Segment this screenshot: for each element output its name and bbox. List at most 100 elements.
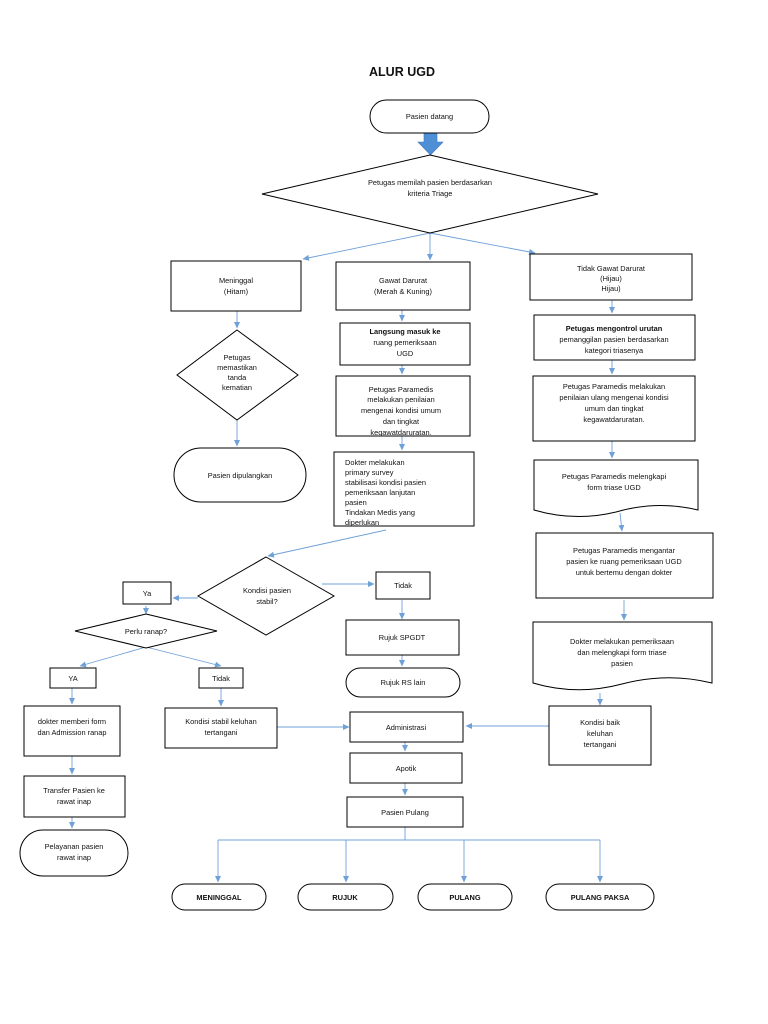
langsung-node: Langsung masuk ke ruang pemeriksaan UGD bbox=[339, 322, 471, 366]
langsung-line-3: UGD bbox=[397, 349, 413, 358]
outcome-meninggal-label: MENINGGAL bbox=[196, 893, 242, 902]
dokter-survey-line-3: stabilisasi kondisi pasien bbox=[345, 478, 426, 487]
paramedis-gawat-line-2: melakukan penilaian bbox=[367, 395, 434, 404]
triage-line-1: Petugas memilah pasien berdasarkan bbox=[368, 178, 492, 187]
connectors bbox=[69, 132, 627, 883]
apotik-label: Apotik bbox=[396, 764, 417, 773]
gawat-line-2: (Merah & Kuning) bbox=[374, 287, 432, 296]
outcome-meninggal: MENINGGAL bbox=[171, 883, 267, 911]
stabil-keluhan-line-2: tertangani bbox=[205, 728, 238, 737]
kondisi-baik-line-2: keluhan bbox=[587, 729, 613, 738]
tidak-upper-label: Tidak bbox=[394, 581, 412, 590]
dipulangkan-node: Pasien dipulangkan bbox=[173, 447, 307, 503]
rujuk-rs-node: Rujuk RS lain bbox=[345, 667, 461, 698]
mengantar-line-3: untuk bertemu dengan dokter bbox=[576, 568, 673, 577]
paramedis-hijau-line-2: penilaian ulang mengenai kondisi bbox=[559, 393, 669, 402]
administrasi-label: Administrasi bbox=[386, 723, 427, 732]
rujuk-spgdt-node: Rujuk SPGDT bbox=[345, 619, 460, 656]
start-node: Pasien datang bbox=[369, 99, 490, 134]
dokter-periksa-line-2: dan melengkapi form triase bbox=[577, 648, 666, 657]
apotik-node: Apotik bbox=[349, 752, 463, 784]
paramedis-gawat-node: Petugas Paramedis melakukan penilaian me… bbox=[335, 375, 471, 437]
paramedis-hijau-line-1: Petugas Paramedis melakukan bbox=[563, 382, 665, 391]
mengontrol-line-2: pemanggilan pasien berdasarkan bbox=[559, 335, 668, 344]
triage-line-2: kriteria Triage bbox=[408, 189, 453, 198]
triage-decision: Petugas memilah pasien berdasarkan krite… bbox=[261, 154, 599, 234]
dokter-periksa-line-3: pasien bbox=[611, 659, 633, 668]
memastikan-line-3: tanda bbox=[228, 373, 247, 382]
stabil-keluhan-node: Kondisi stabil keluhan tertangani bbox=[164, 707, 278, 749]
dokter-survey-line-7: diperlukan bbox=[345, 518, 379, 527]
diagram-title: ALUR UGD bbox=[369, 65, 435, 79]
start-label: Pasien datang bbox=[406, 112, 453, 121]
transfer-node: Transfer Pasien ke rawat inap bbox=[23, 775, 126, 818]
melengkapi-node: Petugas Paramedis melengkapi form triase… bbox=[533, 459, 699, 517]
ya-box: Ya bbox=[122, 581, 172, 605]
tidak-gawat-line-2: (Hijau) bbox=[600, 274, 622, 283]
mengantar-line-2: pasien ke ruang pemeriksaan UGD bbox=[566, 557, 681, 566]
memastikan-line-4: kematian bbox=[222, 383, 252, 392]
dokter-survey-line-1: Dokter melakukan bbox=[345, 458, 405, 467]
kondisi-stabil-decision: Kondisi pasien stabil? bbox=[196, 556, 336, 636]
gawat-line-1: Gawat Darurat bbox=[379, 276, 427, 285]
paramedis-gawat-line-4: dan tingkat bbox=[383, 417, 419, 426]
dokter-periksa-node: Dokter melakukan pemeriksaan dan melengk… bbox=[532, 621, 713, 691]
ya-lower-label: YA bbox=[68, 674, 77, 683]
kondisi-baik-node: Kondisi baik keluhan tertangani bbox=[548, 705, 652, 766]
dokter-survey-node: Dokter melakukan primary survey stabilis… bbox=[333, 451, 475, 527]
dokter-periksa-line-1: Dokter melakukan pemeriksaan bbox=[570, 637, 674, 646]
kondisi-stabil-line-2: stabil? bbox=[256, 597, 277, 606]
memastikan-line-2: memastikan bbox=[217, 363, 257, 372]
dokter-survey-line-6: Tindakan Medis yang bbox=[345, 508, 415, 517]
dokter-survey-line-5: pasien bbox=[345, 498, 367, 507]
mengontrol-line-3: kategori triasenya bbox=[585, 346, 644, 355]
rujuk-rs-label: Rujuk RS lain bbox=[381, 678, 426, 687]
dokter-survey-line-2: primary survey bbox=[345, 468, 394, 477]
transfer-line-2: rawat inap bbox=[57, 797, 91, 806]
outcome-rujuk: RUJUK bbox=[297, 883, 394, 911]
pelayanan-line-2: rawat inap bbox=[57, 853, 91, 862]
category-meninggal: Meninggal (Hitam) bbox=[170, 260, 302, 312]
paramedis-hijau-node: Petugas Paramedis melakukan penilaian ul… bbox=[532, 375, 696, 442]
transfer-line-1: Transfer Pasien ke bbox=[43, 786, 105, 795]
kondisi-baik-line-1: Kondisi baik bbox=[580, 718, 620, 727]
meninggal-line-1: Meninggal bbox=[219, 276, 253, 285]
stabil-keluhan-line-1: Kondisi stabil keluhan bbox=[185, 717, 257, 726]
administrasi-node: Administrasi bbox=[349, 711, 464, 743]
ya-box-lower: YA bbox=[49, 667, 97, 689]
tidak-gawat-line-3: Hijau) bbox=[601, 284, 620, 293]
outcome-pulang-paksa-label: PULANG PAKSA bbox=[571, 893, 630, 902]
kondisi-stabil-line-1: Kondisi pasien bbox=[243, 586, 291, 595]
langsung-line-2: ruang pemeriksaan bbox=[373, 338, 436, 347]
paramedis-gawat-line-1: Petugas Paramedis bbox=[369, 385, 434, 394]
melengkapi-line-1: Petugas Paramedis melengkapi bbox=[562, 472, 667, 481]
tidak-gawat-line-1: Tidak Gawat Darurat bbox=[577, 264, 645, 273]
memastikan-line-1: Petugas bbox=[223, 353, 250, 362]
melengkapi-line-2: form triase UGD bbox=[587, 483, 640, 492]
pelayanan-line-1: Pelayanan pasien bbox=[45, 842, 104, 851]
meninggal-line-2: (Hitam) bbox=[224, 287, 248, 296]
dokter-form-line-1: dokter memberi form bbox=[38, 717, 106, 726]
outcome-rujuk-label: RUJUK bbox=[332, 893, 358, 902]
kondisi-baik-line-3: tertangani bbox=[584, 740, 617, 749]
tidak-box-upper: Tidak bbox=[375, 571, 431, 600]
outcome-pulang-paksa: PULANG PAKSA bbox=[545, 883, 655, 911]
mengontrol-node: Petugas mengontrol urutan pemanggilan pa… bbox=[533, 314, 696, 361]
ya-label: Ya bbox=[143, 589, 152, 598]
tidak-lower-label: Tidak bbox=[212, 674, 230, 683]
paramedis-hijau-line-4: kegawatdaruratan. bbox=[583, 415, 644, 424]
pelayanan-node: Pelayanan pasien rawat inap bbox=[19, 829, 129, 877]
big-down-arrow bbox=[417, 132, 444, 156]
pasien-pulang-node: Pasien Pulang bbox=[346, 796, 464, 828]
paramedis-hijau-line-3: umum dan tingkat bbox=[585, 404, 644, 413]
pasien-pulang-label: Pasien Pulang bbox=[381, 808, 429, 817]
paramedis-gawat-line-3: mengenai kondisi umum bbox=[361, 406, 441, 415]
outcome-pulang: PULANG bbox=[417, 883, 513, 911]
category-gawat-darurat: Gawat Darurat (Merah & Kuning) bbox=[335, 261, 471, 311]
dokter-survey-line-4: pemeriksaan lanjutan bbox=[345, 488, 415, 497]
dokter-form-line-2: dan Admission ranap bbox=[37, 728, 106, 737]
outcome-pulang-label: PULANG bbox=[449, 893, 480, 902]
paramedis-gawat-line-5: kegawatdaruratan. bbox=[370, 428, 431, 437]
dipulangkan-label: Pasien dipulangkan bbox=[208, 471, 273, 480]
